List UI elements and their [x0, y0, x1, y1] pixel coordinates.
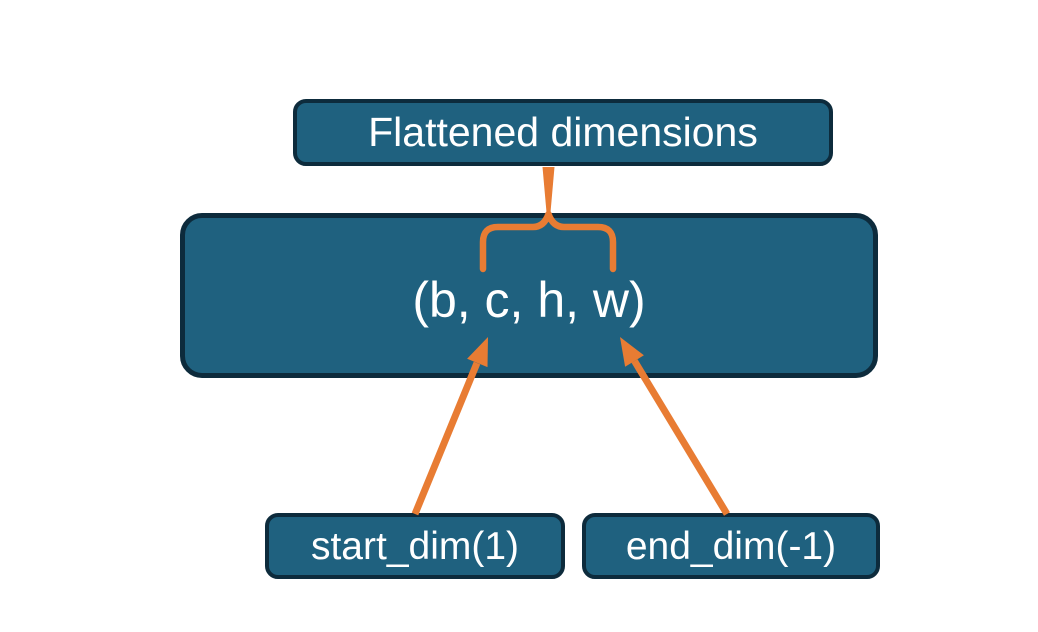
end-dim-box: end_dim(-1): [582, 513, 880, 579]
tensor-shape-label: (b, c, h, w): [412, 271, 646, 328]
start-dim-arrow-line: [411, 361, 481, 516]
end-dim-label: end_dim(-1): [625, 524, 837, 568]
flattened-dimensions-label: Flattened dimensions: [368, 109, 758, 155]
brace-stem: [542, 167, 555, 218]
tensor-shape-box: (b, c, h, w): [180, 213, 878, 378]
start-dim-label: start_dim(1): [310, 524, 520, 568]
start-dim-box: start_dim(1): [265, 513, 565, 579]
end-dim-arrow-line: [631, 359, 730, 516]
flattened-dimensions-box: Flattened dimensions: [293, 99, 833, 166]
